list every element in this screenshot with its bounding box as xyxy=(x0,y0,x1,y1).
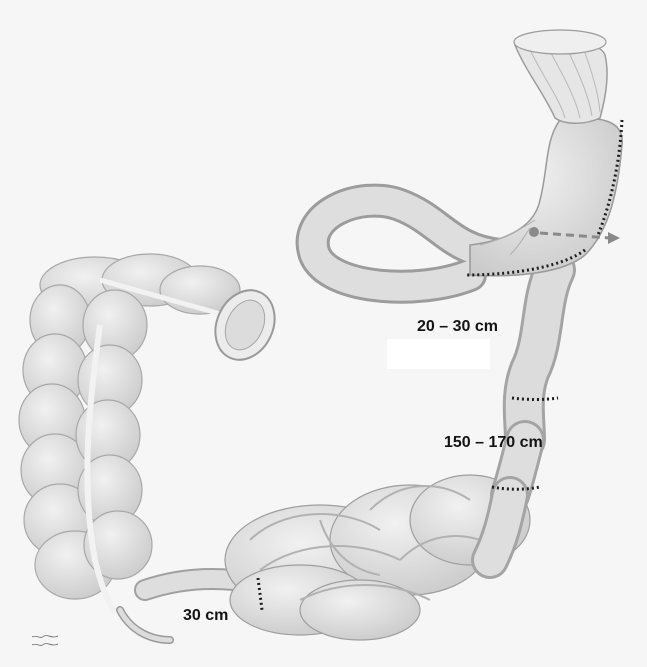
middle-segment-length-label: 150 – 170 cm xyxy=(444,434,543,452)
artist-signature xyxy=(30,632,60,650)
upper-segment-length-label: 20 – 30 cm xyxy=(417,318,498,336)
blank-label-box xyxy=(387,339,490,369)
lower-segment-length-label: 30 cm xyxy=(183,607,228,625)
stomach-pouch xyxy=(470,118,622,275)
colon xyxy=(19,254,240,599)
